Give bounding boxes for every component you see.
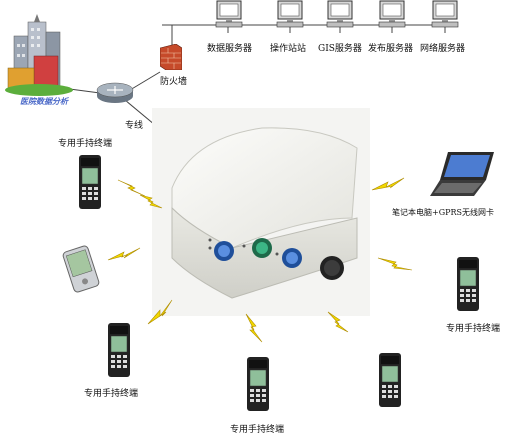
- handheld-terminal-icon: [246, 356, 270, 412]
- handheld-terminal-icon: [78, 154, 102, 210]
- lightning-icon: [377, 257, 413, 271]
- lightning-icon: [327, 311, 349, 333]
- server-computer-2: [276, 0, 304, 30]
- server-computer-4: [378, 0, 406, 30]
- handheld-label-bottom-center: 专用手持终端: [230, 425, 285, 435]
- server-computer-5: [431, 0, 459, 30]
- lightning-icon: [245, 313, 263, 343]
- computer-icon: [276, 0, 304, 28]
- lightning-icon: [107, 247, 141, 261]
- handheld-terminal-icon: [456, 256, 480, 312]
- city-icon: [4, 14, 74, 96]
- pda-icon: [62, 244, 100, 294]
- router-icon: [95, 82, 135, 104]
- handheld-label-bottom-left: 专用手持终端: [84, 389, 139, 399]
- laptop-icon: [430, 150, 496, 198]
- computer-icon: [431, 0, 459, 28]
- computer-icon: [326, 0, 354, 28]
- handheld-terminal-icon: [378, 352, 402, 408]
- server-label-5: 网络服务器: [420, 44, 466, 54]
- handheld-terminal-icon: [107, 322, 131, 378]
- server-label-1: 数据服务器: [207, 44, 253, 54]
- server-label-4: 发布服务器: [368, 44, 414, 54]
- lightning-icon: [147, 299, 173, 325]
- handheld-label-top-left: 专用手持终端: [58, 139, 113, 149]
- server-computer-1: [215, 0, 243, 30]
- server-label-3: GIS服务器: [318, 44, 362, 54]
- lightning-icon: [117, 179, 146, 197]
- central-device: [152, 108, 370, 316]
- computer-icon: [378, 0, 406, 28]
- lightning-icon: [139, 194, 163, 209]
- laptop-label: 笔记本电脑+GPRS无线网卡: [392, 208, 494, 217]
- server-label-2: 操作站站: [270, 44, 307, 54]
- city-label: 医院数据分析: [20, 97, 68, 106]
- computer-icon: [215, 0, 243, 28]
- firewall-label: 防火墙: [160, 77, 188, 87]
- handheld-label-right: 专用手持终端: [446, 324, 501, 334]
- server-computer-3: [326, 0, 354, 30]
- line-label: 专线: [125, 121, 144, 131]
- lightning-icon: [371, 177, 405, 191]
- firewall-icon: [160, 44, 182, 70]
